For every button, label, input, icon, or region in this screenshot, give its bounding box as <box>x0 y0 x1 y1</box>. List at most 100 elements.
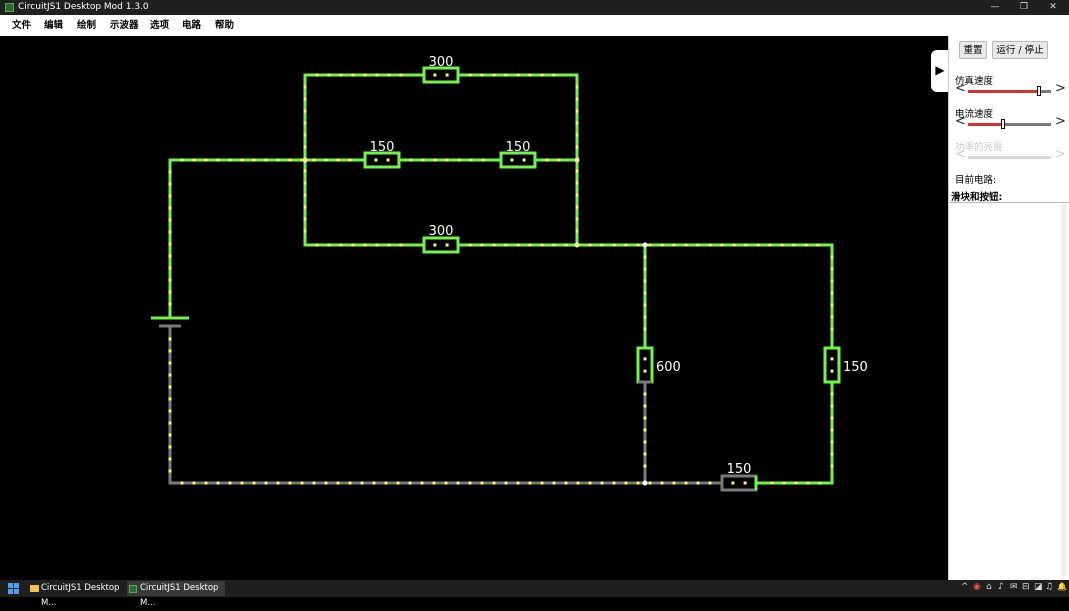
current-dot <box>643 303 647 307</box>
current-dot <box>363 243 367 247</box>
reset-button[interactable]: 重置 <box>959 41 987 59</box>
current-dot <box>492 73 496 77</box>
mail-icon[interactable]: ✉ <box>1010 582 1018 592</box>
resistor[interactable] <box>363 151 401 169</box>
menu-help[interactable]: 帮助 <box>215 20 235 31</box>
current-dot <box>830 279 834 283</box>
menu-draw[interactable]: 绘制 <box>77 20 97 31</box>
current-dot <box>168 433 172 437</box>
battery[interactable] <box>151 316 189 328</box>
minimize-button[interactable]: — <box>990 2 1000 12</box>
audio-icon[interactable]: ♫ <box>1045 582 1054 592</box>
current-dot <box>303 85 307 89</box>
current-dot <box>492 481 496 485</box>
wire[interactable] <box>168 325 724 485</box>
resistor[interactable] <box>422 236 460 254</box>
slider-left-arrow-icon[interactable]: < <box>955 114 966 129</box>
menu-scopes[interactable]: 示波器 <box>110 20 139 31</box>
wire[interactable] <box>754 243 834 485</box>
tray-app-icon[interactable]: ◉ <box>973 582 981 592</box>
slider-thumb[interactable] <box>1037 86 1042 96</box>
run-stop-button[interactable]: 运行 / 停止 <box>992 41 1048 59</box>
resistor[interactable] <box>823 346 841 384</box>
resistor-label: 600 <box>656 360 681 375</box>
menu-circuits[interactable]: 电路 <box>182 20 202 31</box>
current-dot <box>830 315 834 319</box>
circuit-drawing[interactable]: 300 150 150 300 600 150 150 <box>0 36 948 580</box>
current-dot <box>564 243 568 247</box>
current-dot <box>696 243 700 247</box>
current-speed-slider[interactable]: < > <box>953 114 1066 130</box>
current-dot <box>600 243 604 247</box>
tray-overflow-icon[interactable]: ^ <box>961 582 969 592</box>
current-dot <box>374 158 378 162</box>
taskbar-item-label: CircuitJS1 Desktop M... <box>140 583 219 608</box>
close-button[interactable]: ✕ <box>1049 2 1057 12</box>
resistor[interactable] <box>636 346 654 384</box>
restore-button[interactable]: ❐ <box>1019 2 1029 12</box>
current-dot <box>192 158 196 162</box>
slider-track[interactable] <box>968 119 1051 129</box>
resistor[interactable] <box>499 151 537 169</box>
current-dot <box>804 243 808 247</box>
slider-right-arrow-icon[interactable]: > <box>1055 81 1066 96</box>
notification-bell-icon[interactable]: 🔔 <box>1057 582 1067 591</box>
volume-icon[interactable]: ♪ <box>998 582 1004 592</box>
current-dot <box>303 217 307 221</box>
menu-file[interactable]: 文件 <box>12 20 32 31</box>
current-dot <box>409 158 413 162</box>
current-dot <box>643 440 647 444</box>
current-dot <box>168 373 172 377</box>
current-dot <box>204 158 208 162</box>
current-dot <box>830 464 834 468</box>
current-dot <box>264 481 268 485</box>
menu-options[interactable]: 选项 <box>150 20 170 31</box>
power-brightness-label: 功率的亮度 <box>955 142 1003 153</box>
current-dot <box>348 481 352 485</box>
current-dot <box>540 481 544 485</box>
current-dot <box>504 243 508 247</box>
current-dot <box>744 243 748 247</box>
current-dot <box>168 278 172 282</box>
panel-toggle-button[interactable]: ▶ <box>931 50 949 92</box>
current-dot <box>168 385 172 389</box>
current-dot <box>351 243 355 247</box>
current-dot <box>240 158 244 162</box>
slider-left-arrow-icon[interactable]: < <box>955 81 966 96</box>
slider-right-arrow-icon[interactable]: > <box>1055 114 1066 129</box>
circuit-canvas[interactable]: 300 150 150 300 600 150 150 <box>0 36 948 580</box>
windows-start-icon[interactable] <box>8 583 19 594</box>
slider-thumb[interactable] <box>1000 119 1005 129</box>
menu-edit[interactable]: 编辑 <box>44 20 64 31</box>
current-dot <box>375 243 379 247</box>
current-dot <box>396 481 400 485</box>
current-dot <box>168 170 172 174</box>
panel-scrollbar[interactable] <box>1061 204 1067 576</box>
taskbar-item-explorer[interactable]: CircuitJS1 Desktop M... <box>28 581 124 608</box>
battery-icon[interactable]: ⊟ <box>1022 582 1030 592</box>
slider-track[interactable] <box>968 86 1051 96</box>
current-dot <box>363 73 367 77</box>
current-dot <box>288 481 292 485</box>
current-dot <box>315 243 319 247</box>
current-dot <box>303 109 307 113</box>
resistor[interactable] <box>720 474 758 492</box>
current-dot <box>264 158 268 162</box>
display-icon[interactable]: ◪ <box>1034 582 1043 592</box>
menu-bar: 文件 编辑 绘制 示波器 选项 电路 帮助 <box>0 15 1069 36</box>
current-dot <box>240 481 244 485</box>
sim-speed-slider[interactable]: < > <box>953 81 1066 97</box>
current-dot <box>336 481 340 485</box>
current-dot <box>303 169 307 173</box>
taskbar-item-circuitjs[interactable]: CircuitJS1 Desktop M... <box>127 581 225 608</box>
current-dot <box>768 243 772 247</box>
current-dot <box>575 85 579 89</box>
current-dot <box>303 121 307 125</box>
current-dot <box>600 481 604 485</box>
resistor[interactable] <box>422 66 460 84</box>
current-dot <box>168 445 172 449</box>
current-dot <box>324 481 328 485</box>
current-dot <box>794 481 798 485</box>
network-icon[interactable]: ⌂ <box>986 582 992 592</box>
current-dot <box>818 481 822 485</box>
